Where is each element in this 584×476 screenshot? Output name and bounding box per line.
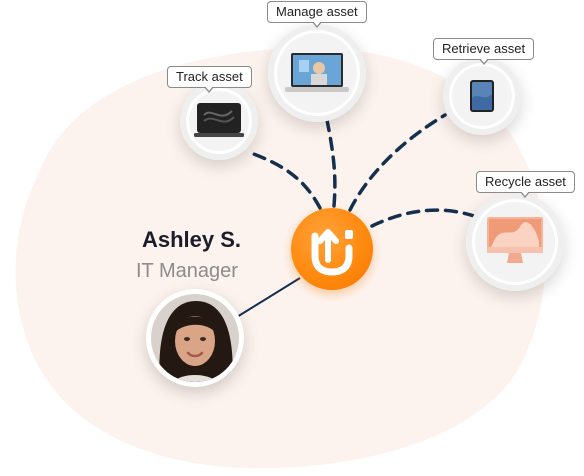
connector-recycle [370, 208, 476, 228]
background-blob [15, 47, 546, 469]
connector-track [246, 150, 322, 210]
person-role: IT Manager [136, 260, 238, 282]
imac-icon [487, 217, 543, 263]
recycle-asset-node[interactable] [466, 193, 564, 291]
label-recycle-asset: Recycle asset [476, 171, 575, 198]
manage-asset-node[interactable] [268, 24, 366, 122]
label-manage-asset: Manage asset [267, 1, 367, 28]
track-asset-node[interactable] [180, 82, 258, 160]
upload-u-logo-icon [311, 229, 353, 276]
connector-manage [325, 118, 337, 208]
connector-person [231, 277, 301, 321]
laptop-icon [285, 53, 349, 92]
person-portrait-icon [151, 294, 239, 382]
label-retrieve-asset: Retrieve asset [433, 38, 535, 65]
connector-retrieve [348, 113, 447, 212]
retrieve-asset-node[interactable] [443, 57, 521, 135]
tablet-icon [470, 80, 494, 112]
person-name: Ashley S. [142, 227, 242, 252]
macbook-pro-icon [194, 103, 244, 137]
avatar [146, 289, 244, 387]
hub-logo [291, 208, 373, 290]
label-track-asset: Track asset [167, 66, 252, 93]
